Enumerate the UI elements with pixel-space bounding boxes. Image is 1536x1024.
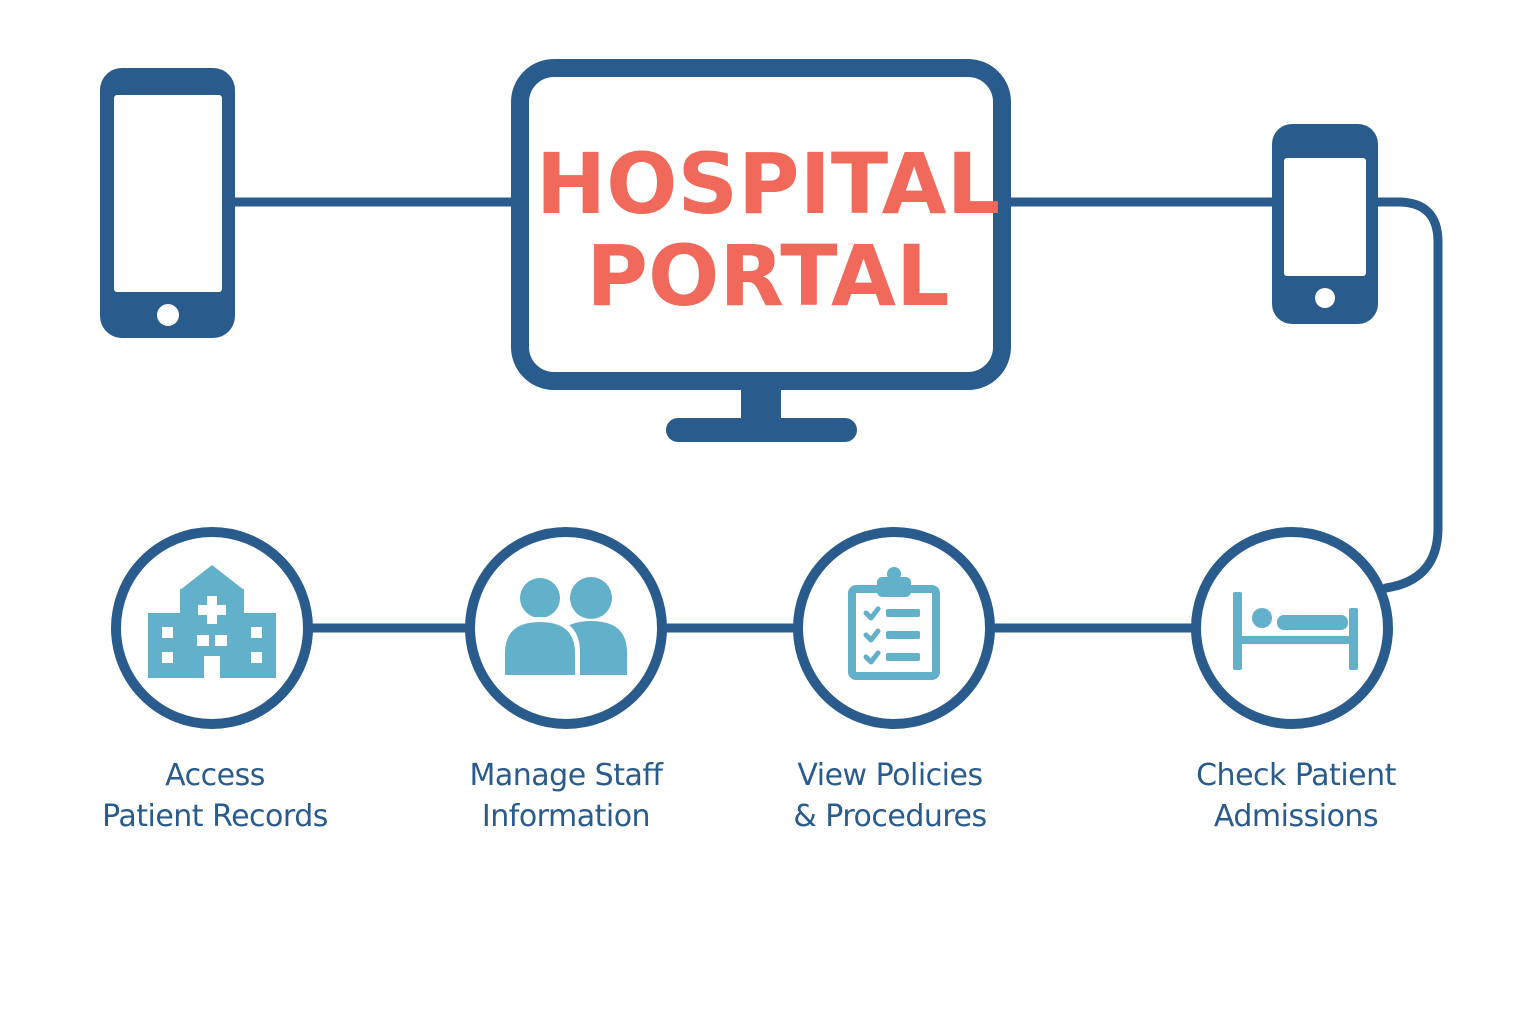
smartphone-left-icon: [100, 68, 235, 338]
connector-phone-right-to-admissions: [1371, 197, 1443, 593]
portal-title-line1: HOSPITAL: [536, 135, 1000, 233]
feature-label-admissions: Check Patient Admissions: [1196, 758, 1396, 834]
feature-label-staff: Manage Staff Information: [469, 758, 663, 834]
smartphone-right-icon: [1272, 124, 1378, 324]
connectors: [227, 197, 1443, 633]
hospital-bed-icon: [1233, 592, 1358, 670]
clipboard-checklist-icon: [848, 567, 940, 680]
hospital-building-icon: [148, 565, 276, 678]
desktop-monitor-icon: HOSPITAL PORTAL: [511, 59, 1011, 442]
staff-people-icon: [500, 574, 627, 680]
portal-title-line2: PORTAL: [586, 227, 949, 325]
feature-circle-policies: [793, 527, 995, 729]
feature-label-policies: View Policies & Procedures: [793, 758, 987, 834]
feature-label-records: Access Patient Records: [102, 758, 328, 834]
